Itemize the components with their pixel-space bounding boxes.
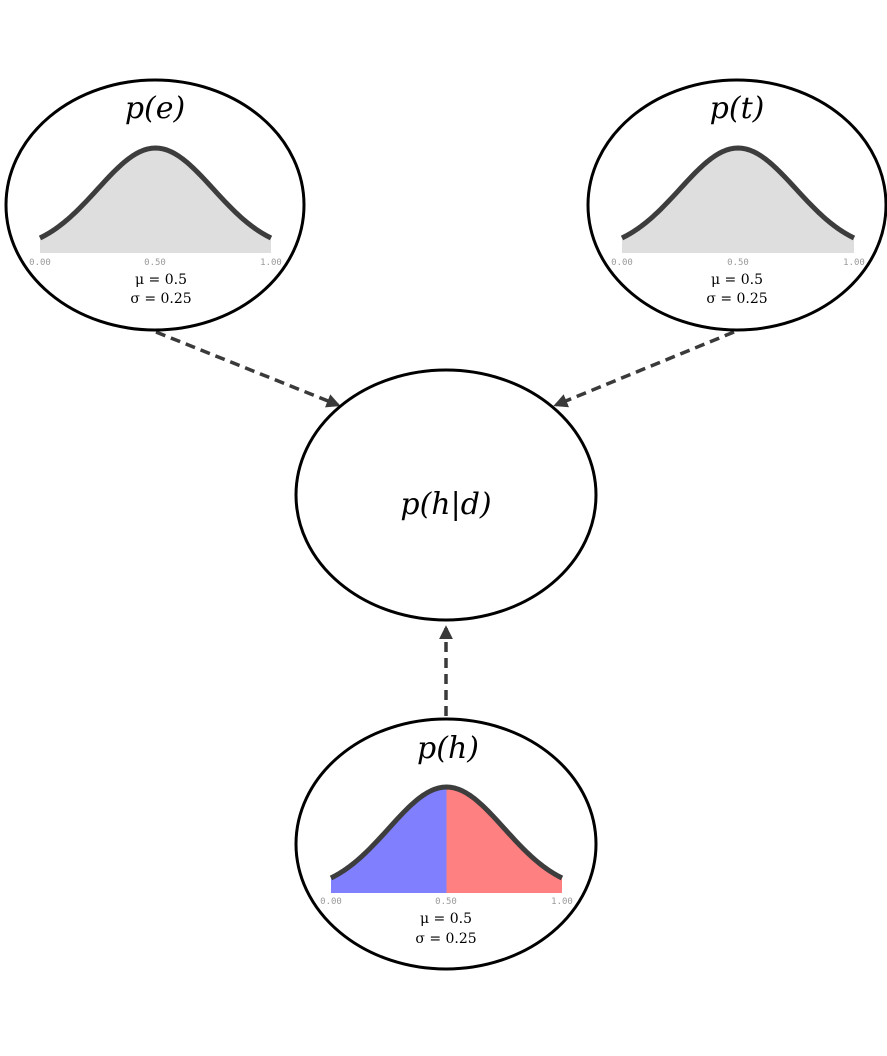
node-pe-tick-1: 0.50 — [144, 258, 166, 268]
node-pe-tick-2: 1.00 — [260, 258, 282, 268]
node-ph-tick-0: 0.00 — [320, 897, 342, 907]
distribution-area-right — [446, 787, 562, 893]
node-phd-title: p(h|d) — [400, 487, 491, 522]
node-ph-sigma-label: σ = 0.25 — [415, 931, 476, 947]
edge-pe-to-phd — [155, 330, 341, 408]
distribution-area-right — [155, 148, 271, 253]
node-pt-sigma-label: σ = 0.25 — [706, 291, 767, 307]
node-ph-tick-2: 1.00 — [551, 897, 573, 907]
node-pe-sigma-label: σ = 0.25 — [130, 291, 191, 307]
node-pt-distribution — [620, 145, 856, 253]
node-pe: p(e) 0.00 0.50 1.00 μ = 0.5 σ = 0.25 — [4, 78, 306, 332]
distribution-area-left — [622, 148, 738, 253]
node-phd-ellipse — [294, 368, 598, 622]
node-phd: p(h|d) — [294, 368, 598, 622]
distribution-area-left — [40, 148, 156, 253]
node-ph-mu-label: μ = 0.5 — [420, 911, 472, 927]
distribution-curve — [620, 145, 856, 241]
node-ph-title: p(h) — [417, 731, 479, 766]
node-ph: p(h) 0.00 0.50 1.00 μ = 0.5 σ = 0.25 — [294, 717, 598, 971]
distribution-curve — [38, 145, 273, 241]
node-pt-mu-label: μ = 0.5 — [711, 272, 763, 288]
node-pe-title: p(e) — [125, 91, 185, 126]
edge-pt-to-phd — [553, 330, 735, 408]
node-pt-title: p(t) — [710, 91, 765, 126]
node-pe-distribution — [38, 145, 273, 253]
distribution-curve — [329, 784, 564, 881]
distribution-area-right — [738, 148, 854, 253]
node-pt-tick-0: 0.00 — [611, 258, 633, 268]
distribution-area-left — [331, 787, 447, 893]
node-ph-distribution — [329, 784, 564, 893]
node-ph-tick-1: 0.50 — [435, 897, 457, 907]
node-pt: p(t) 0.00 0.50 1.00 μ = 0.5 σ = 0.25 — [586, 78, 887, 332]
node-pe-mu-label: μ = 0.5 — [135, 272, 187, 288]
node-pe-tick-0: 0.00 — [29, 258, 51, 268]
node-pt-tick-2: 1.00 — [843, 258, 865, 268]
node-pt-tick-1: 0.50 — [727, 258, 749, 268]
